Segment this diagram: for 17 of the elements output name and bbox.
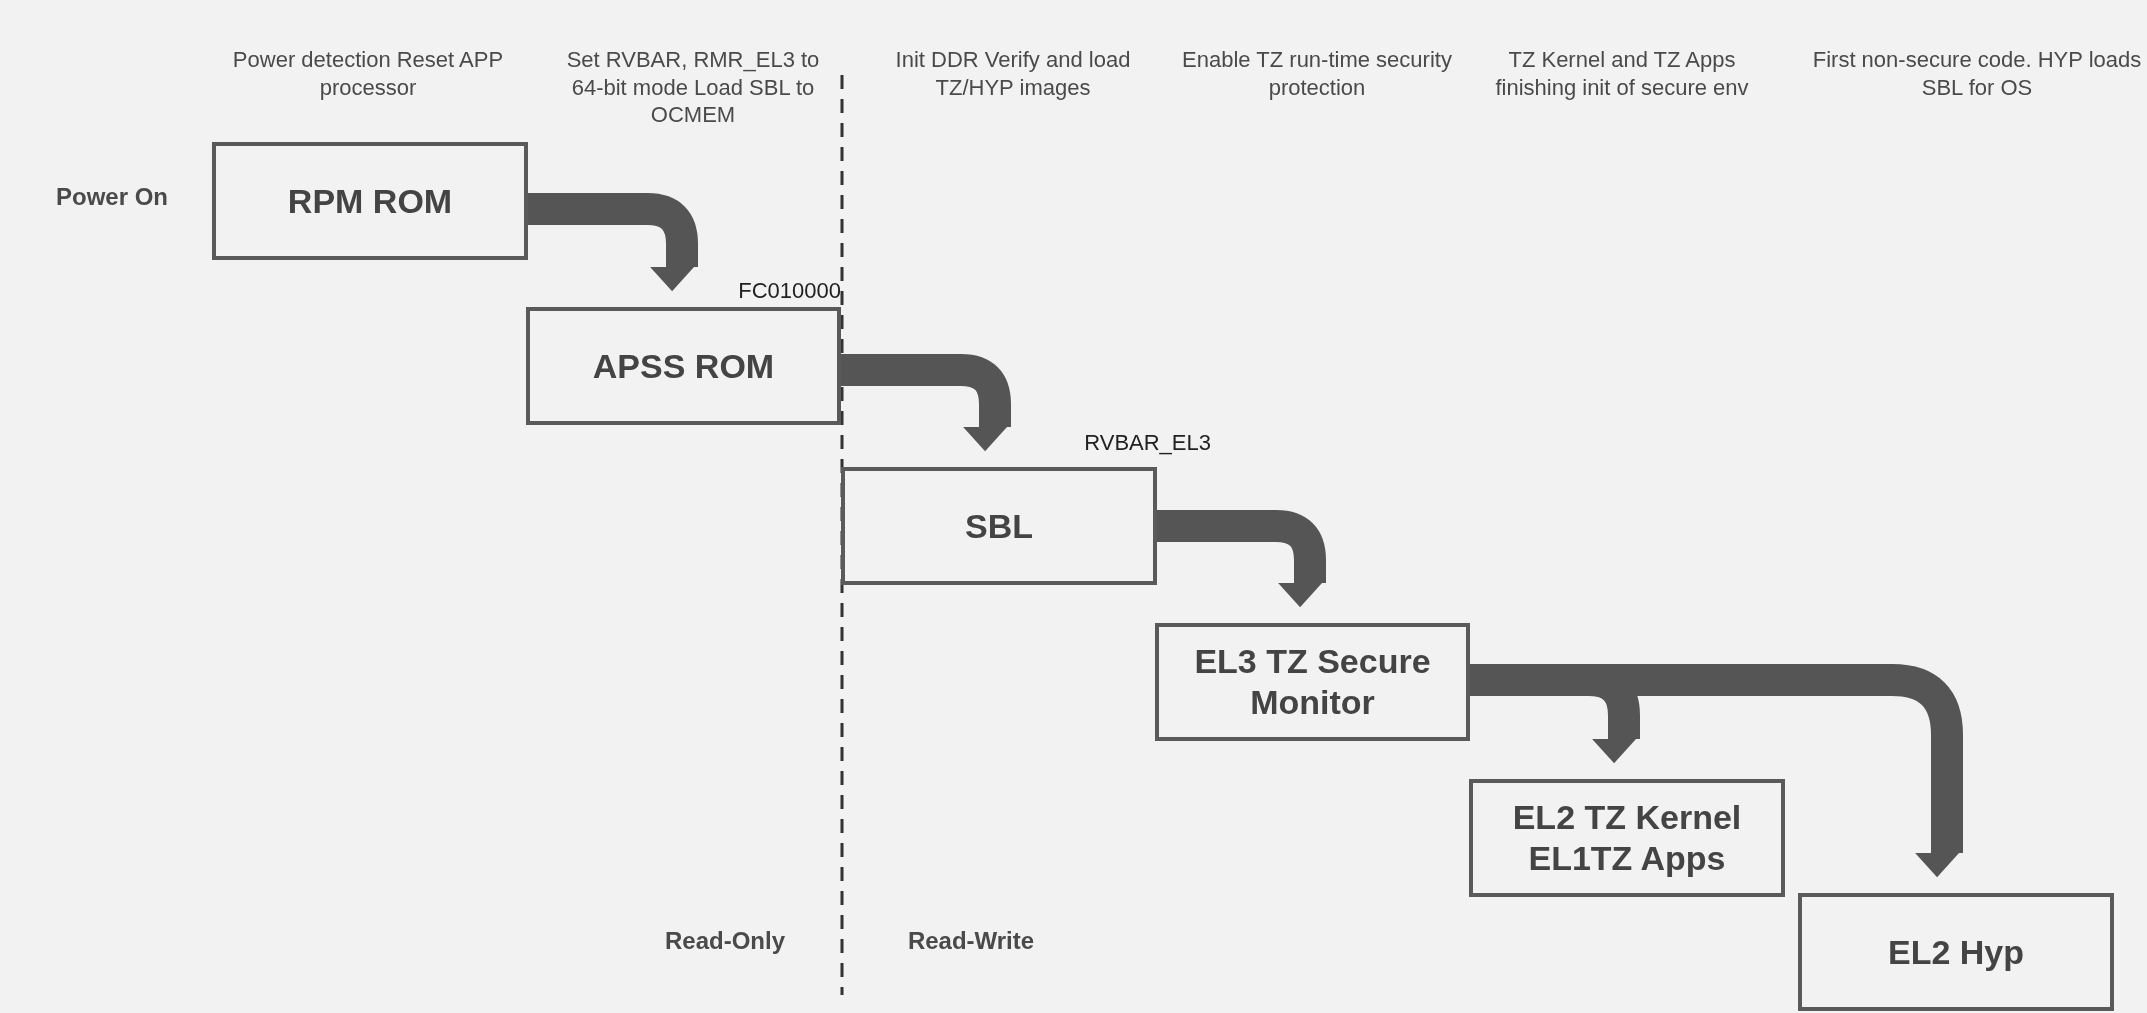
stage-description: TZ Kernel and TZ Apps finishing init of secure env	[1494, 46, 1750, 101]
stage-description: Power detection Reset APP processor	[231, 46, 505, 101]
region-label: Read-Only	[664, 926, 786, 956]
process-box: RPM ROM	[212, 142, 528, 260]
stage-description: Init DDR Verify and load TZ/HYP images	[894, 46, 1132, 101]
stage-description: Set RVBAR, RMR_EL3 to 64-bit mode Load SBL to OCMEM	[565, 46, 821, 129]
process-box: APSS ROM	[526, 307, 841, 425]
address-label: RVBAR_EL3	[1083, 429, 1211, 457]
address-label: FC010000	[737, 277, 841, 305]
region-label: Power On	[55, 182, 169, 212]
process-box: EL2 TZ Kernel EL1TZ Apps	[1469, 779, 1785, 897]
process-box: EL2 Hyp	[1798, 893, 2114, 1011]
region-label: Read-Write	[906, 926, 1036, 956]
process-box: SBL	[841, 467, 1157, 585]
process-box: EL3 TZ Secure Monitor	[1155, 623, 1470, 741]
stage-description: First non-secure code. HYP loads SBL for OS	[1812, 46, 2142, 101]
stage-description: Enable TZ run-time security protection	[1181, 46, 1453, 101]
